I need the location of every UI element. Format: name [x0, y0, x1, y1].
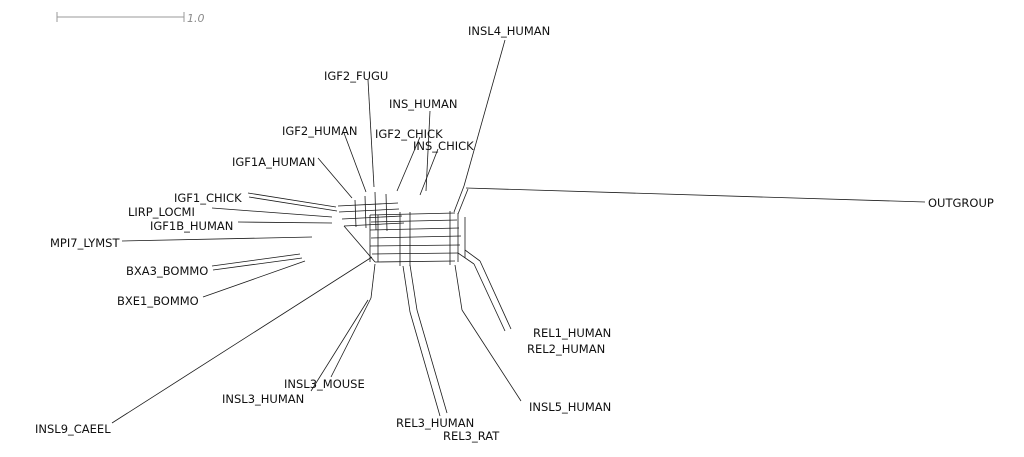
network-edge: [416, 309, 448, 414]
network-edge: [385, 193, 388, 232]
network-edge: [341, 215, 403, 220]
taxon-label-lirp_locmi: LIRP_LOCMI: [128, 205, 195, 219]
network-edge: [248, 196, 338, 212]
taxon-label-rel3_human: REL3_HUMAN: [396, 416, 474, 430]
taxon-label-insl4_human: INSL4_HUMAN: [468, 24, 550, 38]
network-edge: [338, 208, 400, 213]
taxon-label-igf1_chick: IGF1_CHICK: [174, 191, 242, 205]
network-edge: [454, 264, 463, 311]
network-edge: [409, 264, 418, 311]
network-edge: [369, 212, 456, 216]
network-edge: [369, 227, 460, 231]
network-edge: [370, 235, 462, 239]
taxon-label-igf1b_human: IGF1B_HUMAN: [150, 219, 233, 233]
taxon-label-mpi7_lymst: MPI7_LYMST: [50, 236, 120, 250]
taxon-label-igf2_human: IGF2_HUMAN: [282, 124, 357, 138]
taxon-label-ins_human: INS_HUMAN: [389, 97, 458, 111]
scale-bar: 1.0: [56, 12, 205, 25]
network-edges: [111, 39, 926, 424]
network-edge: [247, 192, 337, 208]
network-edge: [374, 191, 377, 231]
network-edge: [367, 79, 375, 188]
taxon-label-insl5_human: INSL5_HUMAN: [529, 400, 611, 414]
network-edge: [461, 309, 522, 402]
network-edge: [310, 299, 369, 392]
network-edge: [121, 236, 313, 242]
taxon-label-rel1_human: REL1_HUMAN: [533, 326, 611, 340]
network-edge: [337, 202, 399, 207]
taxon-label-insl3_human: INSL3_HUMAN: [222, 392, 304, 406]
network-edge: [364, 195, 367, 229]
network-edge: [402, 265, 411, 313]
taxon-label-igf2_chick: IGF2_CHICK: [375, 127, 443, 141]
network-edge: [212, 257, 303, 271]
network-edge: [464, 249, 481, 262]
taxon-label-outgroup: OUTGROUP: [928, 196, 994, 210]
network-edge: [370, 263, 376, 299]
network-edge: [463, 39, 506, 187]
network-edge: [371, 252, 459, 255]
network-edge: [465, 187, 926, 203]
taxon-label-rel2_human: REL2_HUMAN: [527, 342, 605, 356]
network-edge: [396, 136, 421, 192]
network-edge: [343, 222, 405, 227]
network-edge: [343, 225, 376, 263]
taxon-label-bxe1_bommo: BXE1_BOMMO: [117, 294, 199, 308]
network-edge: [457, 252, 475, 265]
taxon-label-igf2_fugu: IGF2_FUGU: [324, 69, 388, 83]
network-edge: [330, 297, 372, 378]
network-edge: [370, 219, 458, 223]
taxon-label-insl9_caeel: INSL9_CAEEL: [35, 422, 111, 436]
taxon-label-igf1a_human: IGF1A_HUMAN: [232, 155, 315, 169]
network-edge: [419, 148, 439, 196]
network-edge: [343, 132, 367, 193]
scale-bar-label: 1.0: [187, 12, 205, 25]
network-edge: [202, 260, 306, 298]
network-edge: [453, 185, 465, 213]
network-edge: [457, 188, 469, 215]
network-edge: [425, 110, 431, 192]
taxon-label-insl3_mouse: INSL3_MOUSE: [284, 377, 365, 391]
network-edge: [374, 260, 456, 263]
taxon-label-bxa3_bommo: BXA3_BOMMO: [126, 264, 208, 278]
network-edge: [479, 260, 512, 330]
network-edge: [369, 244, 461, 247]
network-edge: [317, 157, 353, 199]
taxon-label-rel3_rat: REL3_RAT: [443, 429, 500, 443]
network-edge: [111, 256, 373, 424]
network-edge: [354, 199, 357, 228]
network-edge: [211, 207, 333, 218]
network-edge: [473, 263, 506, 332]
network-edge: [211, 253, 301, 267]
network-edge: [409, 311, 441, 417]
taxon-label-ins_chick: INS_CHICK: [413, 139, 474, 153]
network-edge: [237, 221, 333, 224]
